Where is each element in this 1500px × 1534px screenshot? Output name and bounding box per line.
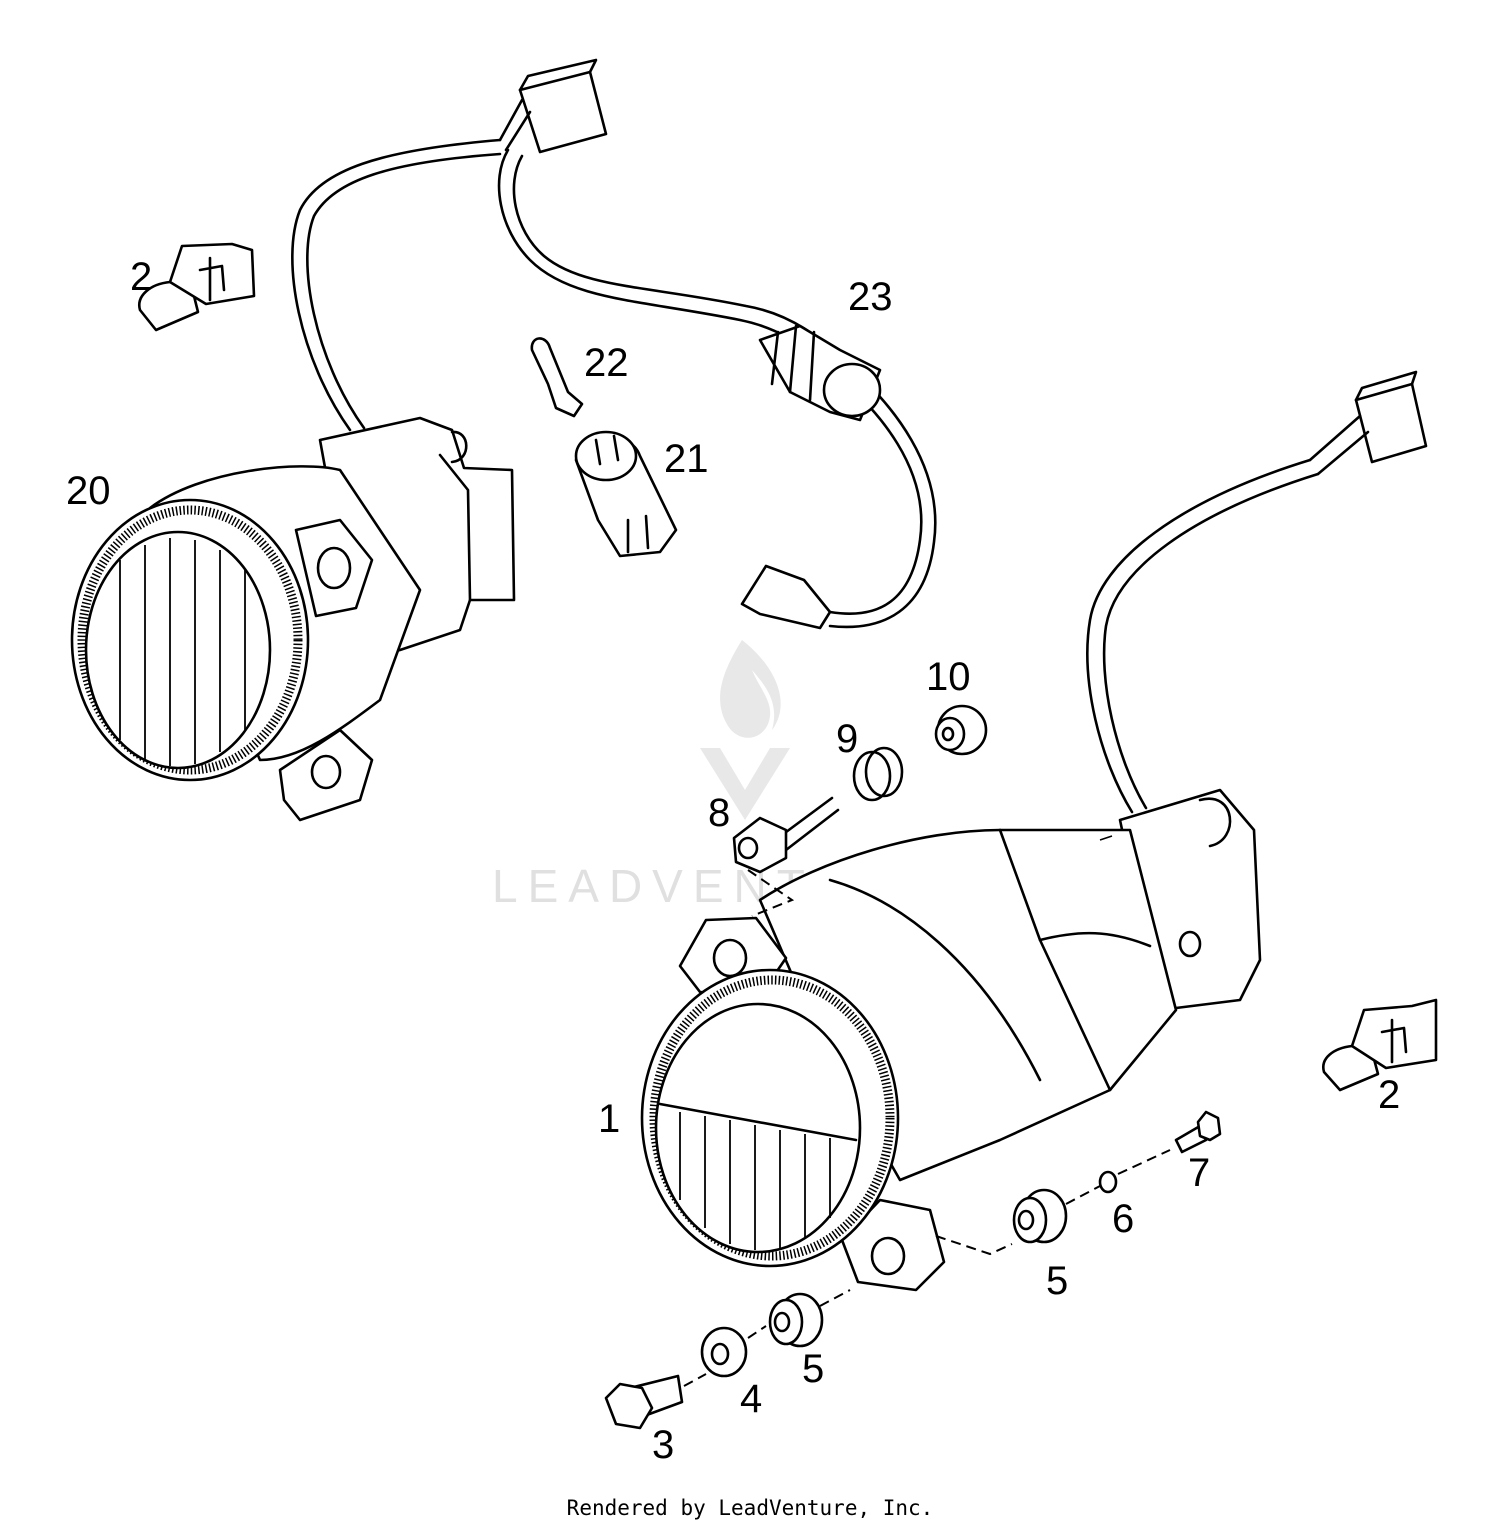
label-part-21: 21: [664, 437, 709, 481]
label-part-20: 20: [66, 469, 111, 513]
bulb-right: [1322, 998, 1438, 1092]
label-part-8: 8: [708, 791, 730, 835]
right-lens-hatch: [679, 1112, 831, 1250]
label-part-2-left: 2: [130, 255, 152, 299]
label-part-5-lower: 5: [802, 1347, 824, 1391]
left-fog-lamp: [70, 58, 608, 822]
label-part-5-upper: 5: [1046, 1259, 1068, 1303]
left-lens-hatch: [119, 538, 246, 766]
small-bolt: [1174, 1110, 1222, 1154]
grommet: [934, 704, 988, 756]
bulb-socket: [574, 430, 678, 558]
label-part-22: 22: [584, 341, 629, 385]
label-part-23: 23: [848, 275, 893, 319]
label-part-10: 10: [926, 655, 971, 699]
washer: [700, 1325, 767, 1378]
label-part-6: 6: [1112, 1197, 1134, 1241]
bushing-lower: [768, 1289, 851, 1348]
label-part-1: 1: [598, 1097, 620, 1141]
bushing-upper: [935, 1185, 1101, 1256]
adjuster-screw: [732, 796, 840, 917]
label-part-4: 4: [740, 1377, 762, 1421]
spring: [852, 746, 904, 802]
label-part-2-right: 2: [1378, 1073, 1400, 1117]
wire-harness: [497, 148, 937, 630]
label-part-7: 7: [1188, 1151, 1210, 1195]
label-part-9: 9: [836, 717, 858, 761]
small-bulb: [530, 337, 584, 418]
right-fog-lamp: [640, 370, 1428, 1292]
footer-credit: Rendered by LeadVenture, Inc.: [566, 1496, 934, 1520]
bolt: [604, 1373, 707, 1430]
label-part-3: 3: [652, 1423, 674, 1467]
bulb-left: [138, 242, 256, 332]
lock-washer: [1098, 1149, 1171, 1194]
